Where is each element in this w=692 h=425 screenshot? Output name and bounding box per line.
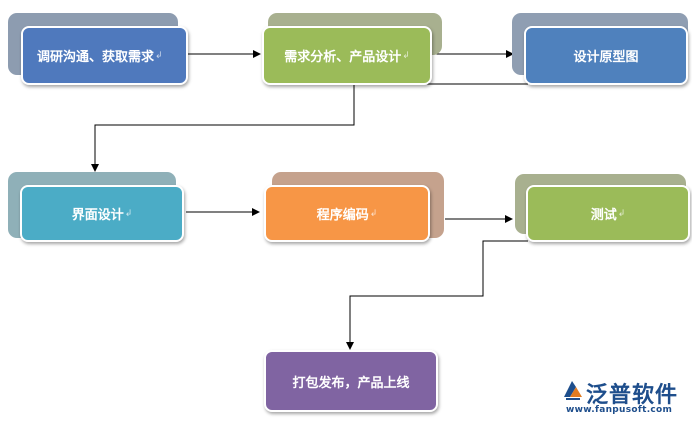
node-label: 调研沟通、获取需求	[37, 50, 155, 65]
logo-url: www.fanpusoft.com	[566, 405, 673, 415]
node-box: 程序编码↲	[264, 185, 430, 242]
node-box: 设计原型图	[524, 26, 688, 85]
node-requirements-research: 调研沟通、获取需求↲	[8, 13, 188, 85]
logo-mark-icon	[564, 381, 582, 400]
node-box: 调研沟通、获取需求↲	[21, 26, 188, 85]
node-box: 需求分析、产品设计↲	[262, 26, 432, 85]
paragraph-mark: ↲	[369, 208, 378, 219]
node-label: 设计原型图	[573, 50, 639, 65]
node-testing: 测试↲	[515, 174, 690, 244]
node-label: 界面设计	[71, 208, 124, 223]
node-ui-design: 界面设计↲	[8, 172, 184, 244]
node-label: 程序编码	[316, 208, 369, 223]
paragraph-mark: ↲	[155, 50, 163, 61]
edge-n3-n4	[91, 83, 528, 172]
node-prototype: 设计原型图	[512, 13, 688, 85]
node-label: 测试	[590, 208, 617, 223]
edge-n6-n7	[346, 240, 528, 350]
node-analysis-design: 需求分析、产品设计↲	[262, 13, 442, 85]
node-box: 打包发布，产品上线	[264, 350, 438, 412]
node-label: 需求分析、产品设计	[284, 50, 402, 65]
node-release: 打包发布，产品上线	[264, 350, 440, 414]
node-label: 打包发布，产品上线	[292, 375, 410, 391]
node-box: 测试↲	[526, 185, 690, 242]
paragraph-mark: ↲	[402, 50, 410, 61]
paragraph-mark: ↲	[124, 208, 133, 219]
node-box: 界面设计↲	[20, 185, 184, 242]
paragraph-mark: ↲	[617, 208, 626, 219]
node-coding: 程序编码↲	[264, 172, 444, 244]
brand-logo: 泛普软件 www.fanpusoft.com	[560, 377, 686, 417]
logo-brand-name: 泛普软件	[586, 383, 679, 408]
